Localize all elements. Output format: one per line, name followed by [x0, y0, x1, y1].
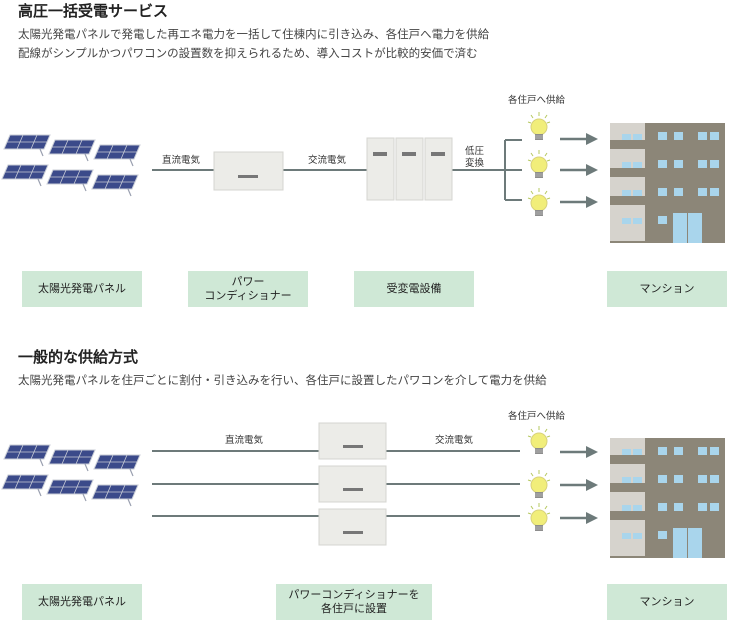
power-conditioner-box-label-line2: 各住戸に設置 [321, 602, 387, 615]
solar-panel-icon [1, 444, 141, 507]
section1-description-line2: 配線がシンプルかつパワコンの設置数を抑えられるため、導入コストが比較的安価で済む [18, 46, 478, 60]
mansion-box: マンション [607, 271, 727, 307]
supply-label: 各住戸へ供給 [508, 95, 566, 106]
mansion-box: マンション [607, 584, 727, 620]
solar-panel-box: 太陽光発電パネル [22, 584, 142, 620]
mansion-box-label: マンション [639, 595, 695, 608]
section2-title: 一般的な供給方式 [18, 348, 139, 366]
ac-label: 交流電気 [435, 435, 474, 446]
mansion-building-icon [610, 438, 725, 558]
section2-diagram [1, 422, 725, 558]
power-conditioner-icon [213, 151, 284, 191]
light-bulb-icon [527, 111, 551, 217]
power-conditioner-box-label-line1: パワーコンディショナーを [288, 588, 420, 601]
substation-box: 受変電設備 [354, 271, 474, 307]
power-conditioner-box-label-line1: パワー [231, 275, 265, 288]
arrow-right-icon [558, 131, 600, 210]
section1-diagram [1, 111, 725, 243]
substation-box-label: 受変電設備 [386, 282, 442, 295]
supply-label: 各住戸へ供給 [508, 411, 566, 422]
arrow-right-icon [558, 444, 600, 526]
light-bulb-icon [527, 425, 551, 532]
mansion-building-icon [610, 123, 725, 243]
solar-panel-box-label: 太陽光発電パネル [38, 282, 126, 295]
solar-panel-box-label: 太陽光発電パネル [38, 595, 126, 608]
section1-title: 高圧一括受電サービス [18, 2, 169, 20]
low-voltage-label-line1: 低圧 [465, 146, 485, 157]
power-conditioner-box: パワーコンディショナーを 各住戸に設置 [276, 584, 432, 620]
power-conditioner-icon [318, 422, 387, 546]
mansion-box-label: マンション [639, 282, 695, 295]
dc-label: 直流電気 [225, 435, 264, 446]
section1-description-line1: 太陽光発電パネルで発電した再エネ電力を一括して住棟内に引き込み、各住戸へ電力を供… [18, 27, 490, 41]
low-voltage-label-line2: 変換 [465, 158, 485, 169]
substation-icon [366, 137, 453, 201]
dc-label: 直流電気 [162, 155, 201, 166]
power-conditioner-box: パワー コンディショナー [188, 271, 308, 307]
ac-label: 交流電気 [308, 155, 347, 166]
solar-panel-box: 太陽光発電パネル [22, 271, 142, 307]
power-conditioner-box-label-line2: コンディショナー [204, 289, 292, 302]
section2-description-line1: 太陽光発電パネルを住戸ごとに割付・引き込みを行い、各住戸に設置したパワコンを介し… [18, 373, 547, 387]
solar-panel-icon [1, 134, 141, 197]
